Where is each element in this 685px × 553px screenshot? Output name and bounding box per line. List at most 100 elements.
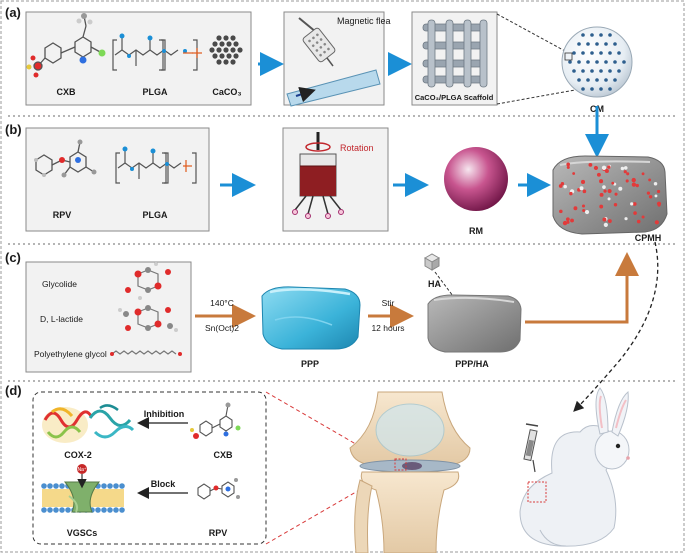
cm-pore [608, 51, 612, 55]
lipid-head [41, 507, 47, 513]
cpmh-particle [626, 172, 630, 176]
lipid-head [95, 507, 101, 513]
cm-pore [608, 87, 612, 91]
caco3-particle [223, 47, 229, 53]
cm-pore [608, 69, 612, 73]
caco3-particle [233, 41, 239, 47]
cm-zoom-box [564, 52, 573, 61]
cm-pore [581, 87, 585, 91]
cpmh-particle [580, 179, 586, 184]
cpmh-particle [607, 189, 612, 194]
ppp-ha-label: PPP/HA [455, 359, 489, 369]
cpmh-particle [633, 211, 637, 215]
stir-label: Stir [382, 298, 395, 308]
ppp-hydrogel-block [261, 286, 361, 350]
molecule-label-plga-a: PLGA [142, 87, 168, 97]
cm-pore [595, 60, 599, 64]
cpmh-particle [563, 184, 567, 189]
caco3-particle [209, 47, 215, 53]
cpmh-particle [566, 165, 570, 169]
reagent-glycolide: Glycolide [42, 279, 77, 289]
cpmh-particle [603, 189, 607, 193]
cxb-molecule-icon-small [190, 402, 241, 439]
lipid-head [101, 507, 107, 513]
cpmh-particle [648, 195, 653, 199]
lipid-head [59, 507, 65, 513]
cpmh-particle [607, 219, 612, 223]
cm-pore [595, 78, 599, 82]
cpmh-particle [569, 191, 573, 196]
cpmh-particle [607, 165, 611, 169]
scaffold-label: CaCO₃/PLGA Scaffold [415, 93, 494, 102]
ppp-ha-hydrogel-block [427, 294, 522, 353]
sodium-ion-label: Na⁺ [77, 467, 86, 473]
cm-pore [613, 60, 617, 64]
cpmh-particle [654, 220, 659, 225]
cpmh-particle [582, 189, 587, 194]
cm-pore [599, 51, 603, 55]
caco3-particle [223, 59, 229, 65]
zoom-line-bottom [496, 89, 576, 105]
panel-label-c: (c) [5, 250, 21, 265]
cpmh-label: CPMH [635, 233, 662, 243]
caco3-particle [219, 41, 225, 47]
lipid-head [53, 483, 59, 489]
cm-pore [604, 42, 608, 46]
caco3-particle [212, 41, 218, 47]
cpmh-particle [641, 172, 645, 176]
cpmh-particle [653, 182, 658, 186]
cm-pore [586, 42, 590, 46]
rabbit-illustration [519, 387, 630, 547]
cpmh-particle [635, 183, 639, 188]
cm-pore [577, 42, 581, 46]
caco3-particle [233, 53, 239, 59]
zoom-line-top [496, 13, 566, 52]
cpmh-particle [603, 222, 608, 228]
cpmh-particle [641, 215, 645, 219]
cxb-label-d: CXB [213, 450, 233, 460]
lipid-head [101, 483, 107, 489]
cm-pore [617, 69, 621, 73]
cm-pore [581, 51, 585, 55]
cpmh-particle [607, 197, 611, 201]
panel-label-b: (b) [5, 122, 22, 137]
molecule-label-plga-b: PLGA [142, 210, 168, 220]
condition-catalyst: Sn(Oct)2 [205, 323, 239, 333]
cpmh-particle [654, 194, 658, 198]
syringe-injection-icon [523, 423, 539, 473]
cpmh-particle [599, 204, 604, 209]
cpmh-particle [566, 220, 570, 224]
cm-pore [599, 69, 603, 73]
arrow-injection [573, 241, 659, 412]
cpmh-particle [604, 168, 609, 174]
arrow-c-to-cpmh [525, 252, 639, 324]
lipid-head [47, 507, 53, 513]
block-label: Block [151, 479, 177, 489]
cm-pore [608, 33, 612, 37]
cm-pore [572, 69, 576, 73]
lipid-head [47, 483, 53, 489]
cpmh-particle [593, 165, 599, 171]
plga-structure-icon [112, 33, 202, 71]
cm-pore [590, 69, 594, 73]
cm-pore [572, 51, 576, 55]
scaffold-lattice-icon [422, 19, 488, 88]
cm-pore [586, 60, 590, 64]
cpmh-particle [602, 185, 606, 189]
cpmh-particle [599, 192, 604, 197]
cpmh-particle [646, 191, 651, 195]
peg-chain-icon [110, 350, 182, 356]
cm-sphere-pores [568, 33, 626, 91]
rm-label: RM [469, 226, 483, 236]
cpmh-particle [632, 202, 637, 206]
cxb-molecule-icon [26, 13, 106, 78]
cpmh-particle [572, 172, 576, 175]
panel-label-a: (a) [5, 5, 21, 20]
cpmh-particle [602, 217, 607, 222]
reagent-peg: Polyethylene glycol [34, 349, 107, 359]
magnetic-flea-label: Magnetic flea [337, 16, 391, 26]
caco3-particle [212, 53, 218, 59]
lipid-head [119, 483, 125, 489]
cpmh-particle [559, 209, 563, 214]
cm-pore [595, 42, 599, 46]
